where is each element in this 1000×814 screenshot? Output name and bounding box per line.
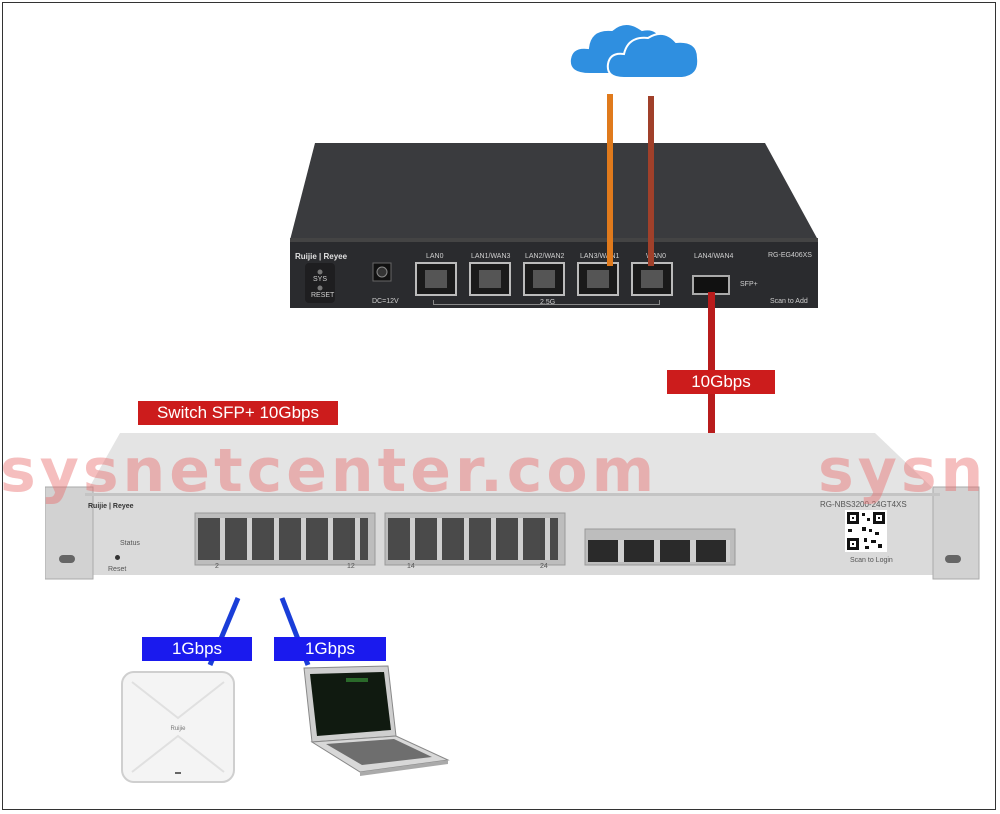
access-point-icon: Ruijie [121, 671, 235, 783]
router-port-label-wan0: WAN0 [646, 253, 666, 260]
router-port-label-lan2: LAN2/WAN2 [525, 253, 565, 260]
switch-status-label: Status [120, 540, 140, 547]
uplink-speed-label: 10Gbps [667, 370, 775, 394]
router-sfp-label: SFP+ [740, 281, 758, 288]
switch-port-number-12: 12 [347, 563, 355, 570]
router-sfp-port-label: LAN4/WAN4 [694, 253, 734, 260]
laptop-link-label: 1Gbps [274, 637, 386, 661]
switch-sfp-label: Switch SFP+ 10Gbps [138, 401, 338, 425]
router-port-lan3[interactable] [577, 262, 619, 296]
router-brand: Ruijie | Reyee [295, 252, 348, 261]
watermark-repeat: sysn [818, 436, 988, 506]
router-port-wan0[interactable] [631, 262, 673, 296]
router-port-label-lan1: LAN1/WAN3 [471, 253, 511, 260]
switch-reset-button[interactable] [115, 555, 120, 560]
router-port-label-lan3: LAN3/WAN1 [580, 253, 620, 260]
router-reset-label: RESET [311, 292, 335, 299]
switch-brand: Ruijie | Reyee [88, 503, 134, 510]
router-port-lan1[interactable] [469, 262, 511, 296]
switch-rj45-ports-right[interactable] [388, 518, 558, 560]
router-speed-bracket [433, 300, 660, 305]
switch-port-number-14: 14 [407, 563, 415, 570]
switch-sfp-ports[interactable] [588, 540, 730, 562]
wan1-cable [607, 94, 613, 266]
router-dc-label: DC=12V [372, 298, 399, 305]
router-scan-label: Scan to Add [770, 298, 808, 305]
svg-text:Ruijie: Ruijie [170, 726, 186, 732]
router-sys-label: SYS [313, 276, 328, 283]
switch-scan-label: Scan to Login [850, 557, 893, 564]
wan0-cable [648, 96, 654, 266]
router-port-label-lan0: LAN0 [426, 253, 444, 260]
uplink-cable [708, 292, 715, 522]
watermark: sysnetcenter.com [0, 436, 659, 506]
laptop-icon [303, 665, 450, 776]
router-model: RG-EG406XS [768, 252, 812, 259]
switch-port-number-24: 24 [540, 563, 548, 570]
switch-reset-label: Reset [108, 566, 127, 573]
cloud-icon [568, 23, 700, 79]
switch-port-number-2: 2 [215, 563, 219, 570]
router-speed-label: 2.5G [540, 299, 556, 306]
router-port-lan2[interactable] [523, 262, 565, 296]
ap-link-label: 1Gbps [142, 637, 252, 661]
switch-rj45-ports-left[interactable] [198, 518, 368, 560]
router-port-lan0[interactable] [415, 262, 457, 296]
qr-code-icon [845, 510, 887, 552]
switch-model: RG-NBS3200-24GT4XS [820, 500, 907, 509]
router-ports [405, 262, 705, 302]
